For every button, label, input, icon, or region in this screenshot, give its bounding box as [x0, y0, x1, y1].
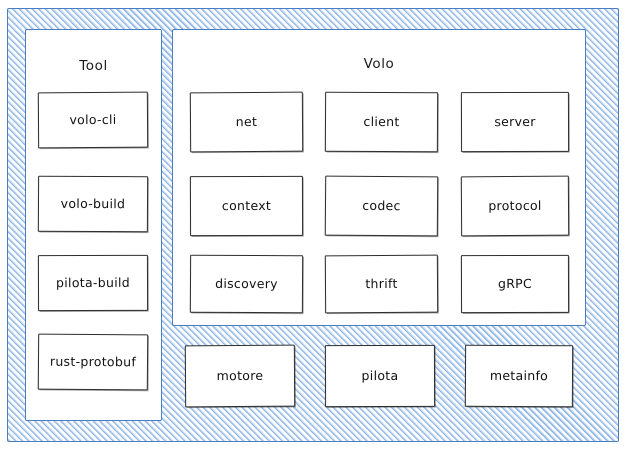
node-client[interactable]: client [324, 91, 439, 153]
node-protocol[interactable]: protocol [460, 175, 570, 237]
node-context[interactable]: context [189, 175, 304, 237]
node-thrift[interactable]: thrift [324, 254, 439, 314]
node-volo-cli[interactable]: volo-cli [37, 91, 149, 149]
node-volo-build[interactable]: volo-build [37, 175, 149, 233]
node-server[interactable]: server [460, 91, 570, 153]
node-codec[interactable]: codec [324, 175, 439, 237]
node-label: pilota-build [56, 275, 130, 291]
node-discovery[interactable]: discovery [189, 254, 304, 314]
node-motore[interactable]: motore [184, 344, 296, 408]
node-label: net [235, 114, 258, 130]
node-pilota-build[interactable]: pilota-build [37, 254, 149, 312]
node-label: gRPC [497, 276, 533, 292]
node-metainfo[interactable]: metainfo [464, 344, 574, 408]
node-label: codec [362, 198, 401, 214]
volo-panel-title: Volo [363, 56, 395, 72]
node-label: metainfo [489, 368, 549, 384]
node-label: client [363, 114, 400, 130]
node-label: volo-cli [69, 112, 117, 128]
node-label: protocol [488, 198, 542, 214]
node-label: rust-protobuf [49, 353, 137, 370]
node-grpc[interactable]: gRPC [460, 254, 570, 314]
node-label: server [494, 114, 536, 130]
node-label: context [221, 198, 272, 214]
node-label: pilota [361, 368, 399, 384]
node-rust-protobuf[interactable]: rust-protobuf [37, 333, 149, 391]
node-pilota[interactable]: pilota [324, 344, 436, 408]
node-label: volo-build [60, 196, 126, 212]
node-net[interactable]: net [189, 91, 304, 153]
node-label: thrift [365, 276, 398, 292]
tool-panel-title: Tool [79, 58, 108, 74]
node-label: discovery [215, 276, 278, 292]
node-label: motore [216, 368, 264, 384]
